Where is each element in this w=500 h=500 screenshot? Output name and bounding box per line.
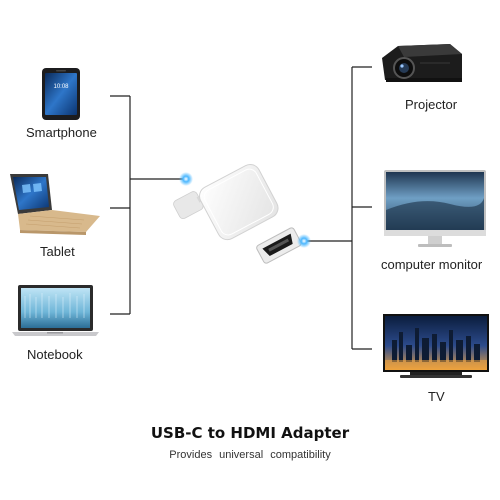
page-subtitle: Provides universal compatibility <box>169 449 331 461</box>
right-connector-lines <box>304 66 372 350</box>
page-title: USB-C to HDMI Adapter <box>150 424 350 442</box>
adapter-icon <box>173 163 311 264</box>
tablet-label: Tablet <box>40 244 75 259</box>
monitor-label: computer monitor <box>381 257 483 272</box>
notebook-icon <box>12 285 99 336</box>
projector-label: Projector <box>405 97 458 112</box>
smartphone-label: Smartphone <box>26 125 97 140</box>
svg-text:10:08: 10:08 <box>53 84 69 90</box>
tv-icon <box>383 314 489 378</box>
left-connector-lines <box>110 95 186 315</box>
notebook-label: Notebook <box>27 347 83 362</box>
tv-label: TV <box>428 389 445 404</box>
smartphone-icon: 10:08 <box>42 68 80 120</box>
tablet-icon <box>10 174 100 235</box>
projector-icon <box>382 44 462 82</box>
monitor-icon <box>384 170 486 247</box>
